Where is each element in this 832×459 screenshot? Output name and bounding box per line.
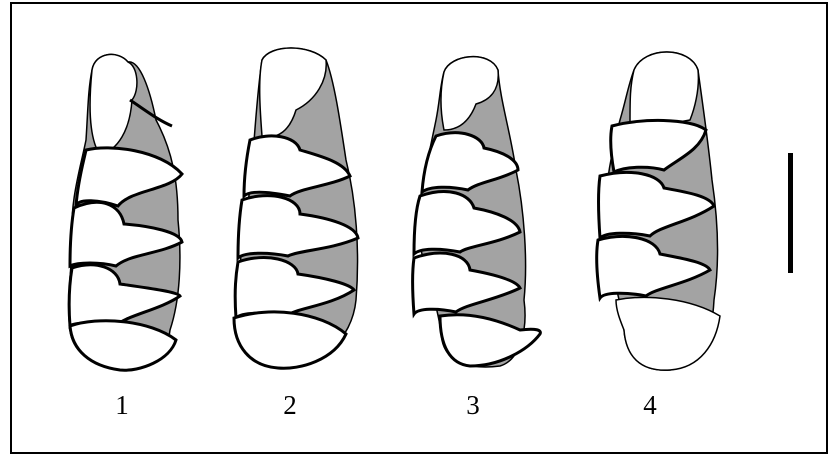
scale-bar: [788, 153, 793, 273]
specimen-label-1: 1: [115, 390, 129, 420]
specimen-1: [67, 53, 184, 372]
specimen-label-4: 4: [643, 390, 657, 420]
specimen-label-3: 3: [466, 390, 480, 420]
specimen-3: [411, 55, 542, 368]
specimen-label-2: 2: [283, 390, 297, 420]
specimen-4: [595, 51, 721, 371]
specimen-2: [232, 47, 360, 370]
